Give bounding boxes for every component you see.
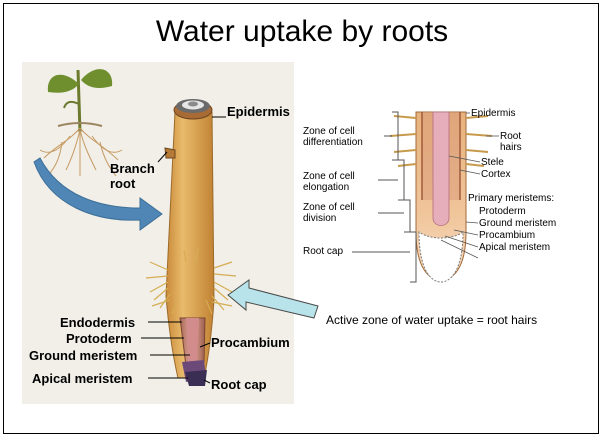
part-stele-label: Stele: [481, 157, 504, 168]
label-ground-meristem: Ground meristem: [29, 348, 137, 363]
label-endodermis: Endodermis: [60, 315, 135, 330]
part-apical-meristem-label: Apical meristem: [479, 242, 550, 253]
part-ground-meristem-label: Ground meristem: [479, 218, 556, 229]
part-procambium-label: Procambium: [479, 230, 535, 241]
part-epidermis-label: Epidermis: [471, 108, 515, 119]
zone-division-label: Zone of cell division: [303, 202, 355, 224]
part-primary-meristems-label: Primary meristems:: [468, 193, 554, 204]
part-cortex-label: Cortex: [481, 169, 510, 180]
part-root-hairs-label: Root hairs: [500, 131, 522, 153]
label-apical-meristem: Apical meristem: [32, 371, 132, 386]
part-protoderm-label: Protoderm: [479, 206, 526, 217]
label-epidermis: Epidermis: [227, 104, 290, 119]
water-uptake-annotation: Active zone of water uptake = root hairs: [326, 314, 537, 327]
label-branch-root: Branch root: [110, 161, 155, 191]
label-protoderm: Protoderm: [66, 331, 132, 346]
label-procambium: Procambium: [211, 335, 290, 350]
zone-differentiation-label: Zone of cell differentiation: [303, 126, 363, 148]
zone-elongation-label: Zone of cell elongation: [303, 171, 355, 193]
label-root-cap: Root cap: [211, 377, 267, 392]
zone-root-cap-label: Root cap: [303, 246, 343, 257]
